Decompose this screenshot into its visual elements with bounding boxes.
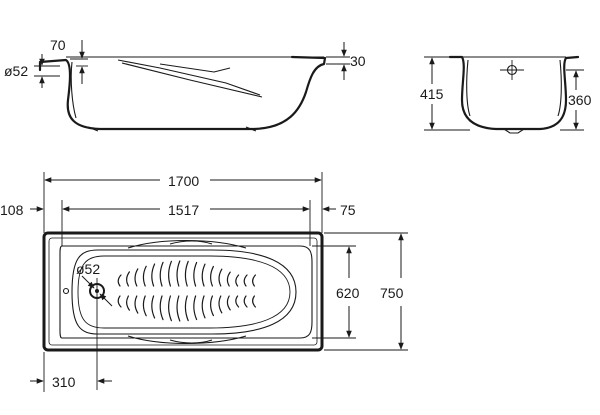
plan-drain-diameter-label: ø52: [76, 261, 100, 277]
end-view-tub-outline: [448, 55, 580, 131]
plan-view-drain-leader: [81, 275, 95, 289]
anti-slip-rib: [176, 260, 181, 287]
side-view-tub-outline: [38, 55, 327, 131]
dim-drain-diameter-label: ø52: [4, 63, 28, 79]
anti-slip-rib: [235, 274, 240, 287]
anti-slip-rib: [184, 260, 189, 287]
anti-slip-rib: [159, 261, 164, 287]
anti-slip-rib: [226, 271, 231, 287]
end-view-inner-wall: [466, 59, 471, 117]
plan-view-grip-handle: [169, 339, 213, 344]
dim-total-length-label: 1700: [168, 173, 199, 189]
plan-view-basin: [59, 245, 313, 339]
anti-slip-rib: [184, 295, 189, 322]
side-view-grip-handle: [117, 59, 261, 96]
side-view-inner-wall: [70, 61, 77, 119]
anti-slip-rib: [201, 263, 206, 287]
anti-slip-rib: [252, 274, 256, 287]
end-view-inner-wall: [557, 59, 562, 117]
plan-view-grip-handle: [169, 240, 213, 245]
plan-view-bottom-well: [71, 249, 297, 335]
side-view-grip-handle: [121, 62, 263, 98]
dim-inner-width-label: 620: [336, 285, 360, 301]
anti-slip-rib: [168, 260, 172, 287]
anti-slip-rib: [218, 295, 223, 314]
anti-slip-rib: [201, 295, 206, 319]
anti-slip-rib: [252, 295, 256, 308]
dim-total-height-label: 415: [420, 86, 444, 102]
anti-slip-rib: [126, 271, 130, 287]
end-view-foot: [503, 128, 525, 134]
anti-slip-rib: [243, 295, 248, 308]
side-view-grip-handle: [159, 63, 231, 73]
anti-slip-rib: [193, 261, 198, 287]
anti-slip-rib: [210, 295, 214, 317]
anti-slip-rib: [142, 295, 147, 317]
anti-slip-rib: [235, 295, 240, 308]
plan-view: 1700 1517 108 75 ø52 620 750 310: [0, 172, 408, 392]
dim-rim-height-label: 70: [50, 37, 66, 53]
anti-slip-rib: [151, 263, 156, 287]
side-view: 70 ø52 30: [4, 37, 366, 132]
plan-view-grip-handle: [127, 240, 247, 249]
plan-view-anti-slip-ribs: [117, 260, 256, 322]
dim-basin-height-label: 360: [568, 92, 592, 108]
plan-view-drain-leader: [99, 293, 113, 307]
plan-view-outer-rim: [42, 231, 324, 352]
anti-slip-rib: [193, 295, 198, 321]
anti-slip-rib: [117, 295, 122, 308]
dim-right-offset-label: 75: [340, 202, 356, 218]
dim-drain-offset-label: 310: [52, 374, 76, 390]
anti-slip-rib: [243, 274, 248, 287]
anti-slip-rib: [126, 295, 130, 311]
anti-slip-rib: [159, 295, 164, 321]
plan-view-inner-contour: [77, 255, 291, 329]
plan-view-overflow: [62, 287, 70, 295]
anti-slip-rib: [134, 295, 139, 314]
end-view: 415 360: [420, 55, 592, 134]
anti-slip-rib: [142, 265, 147, 287]
dim-rim-thickness-label: 30: [350, 53, 366, 69]
anti-slip-rib: [168, 295, 172, 322]
dim-total-width-label: 750: [380, 285, 404, 301]
side-view-foot: [245, 126, 257, 132]
dim-left-offset-label: 108: [0, 202, 24, 218]
anti-slip-rib: [134, 268, 139, 287]
dim-inner-length-label: 1517: [168, 202, 199, 218]
anti-slip-rib: [176, 295, 181, 322]
anti-slip-rib: [218, 268, 223, 287]
side-view-foot: [87, 126, 99, 132]
anti-slip-rib: [151, 295, 156, 319]
plan-view-grip-handle: [127, 335, 247, 344]
plan-view-rim-inner: [48, 237, 318, 346]
anti-slip-rib: [210, 265, 214, 287]
anti-slip-rib: [117, 274, 122, 287]
anti-slip-rib: [226, 295, 231, 311]
